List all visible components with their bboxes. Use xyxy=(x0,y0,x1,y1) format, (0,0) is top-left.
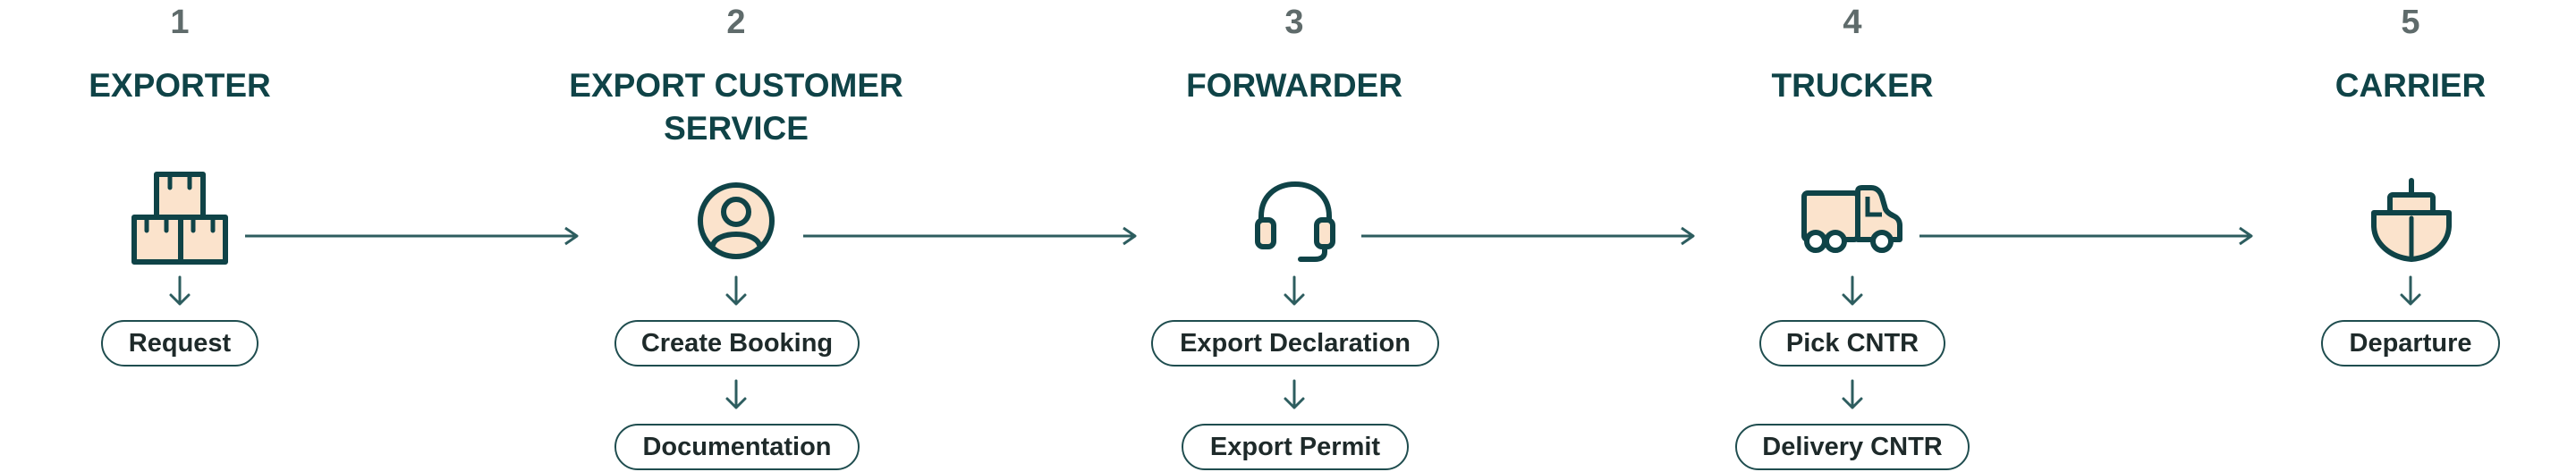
action-request: Request xyxy=(101,320,258,367)
boxes-icon xyxy=(131,172,228,265)
down-arrow-icon xyxy=(169,275,191,306)
step-2-title: EXPORT CUSTOMER SERVICE xyxy=(569,67,903,147)
user-icon xyxy=(698,182,775,259)
down-arrow-icon xyxy=(2400,275,2421,306)
flow-arrow-icon xyxy=(1361,226,1695,246)
step-3-title: FORWARDER xyxy=(1186,67,1402,104)
flow-arrow-icon xyxy=(803,226,1137,246)
step-3-number: 3 xyxy=(1284,4,1304,41)
step-5-title: CARRIER xyxy=(2334,67,2487,104)
action-export-permit: Export Permit xyxy=(1182,424,1409,470)
step-4-title: TRUCKER xyxy=(1771,67,1934,104)
ship-icon xyxy=(2371,178,2452,262)
step-4-number: 4 xyxy=(1843,4,1862,41)
down-arrow-icon xyxy=(1842,379,1863,409)
flow-arrow-icon xyxy=(1919,226,2253,246)
step-1-number: 1 xyxy=(170,4,190,41)
step-2-number: 2 xyxy=(726,4,746,41)
action-create-booking: Create Booking xyxy=(614,320,860,367)
step-5-number: 5 xyxy=(2401,4,2420,41)
down-arrow-icon xyxy=(1284,275,1305,306)
down-arrow-icon xyxy=(1284,379,1305,409)
action-export-declaration: Export Declaration xyxy=(1151,320,1439,367)
headset-icon xyxy=(1255,181,1335,262)
action-departure: Departure xyxy=(2321,320,2500,367)
truck-icon xyxy=(1801,185,1902,253)
down-arrow-icon xyxy=(1842,275,1863,306)
flow-arrow-icon xyxy=(245,226,579,246)
action-pick-cntr: Pick CNTR xyxy=(1759,320,1945,367)
down-arrow-icon xyxy=(725,275,747,306)
action-delivery-cntr: Delivery CNTR xyxy=(1735,424,1970,470)
down-arrow-icon xyxy=(725,379,747,409)
step-1-title: EXPORTER xyxy=(89,67,271,104)
action-documentation: Documentation xyxy=(614,424,860,470)
